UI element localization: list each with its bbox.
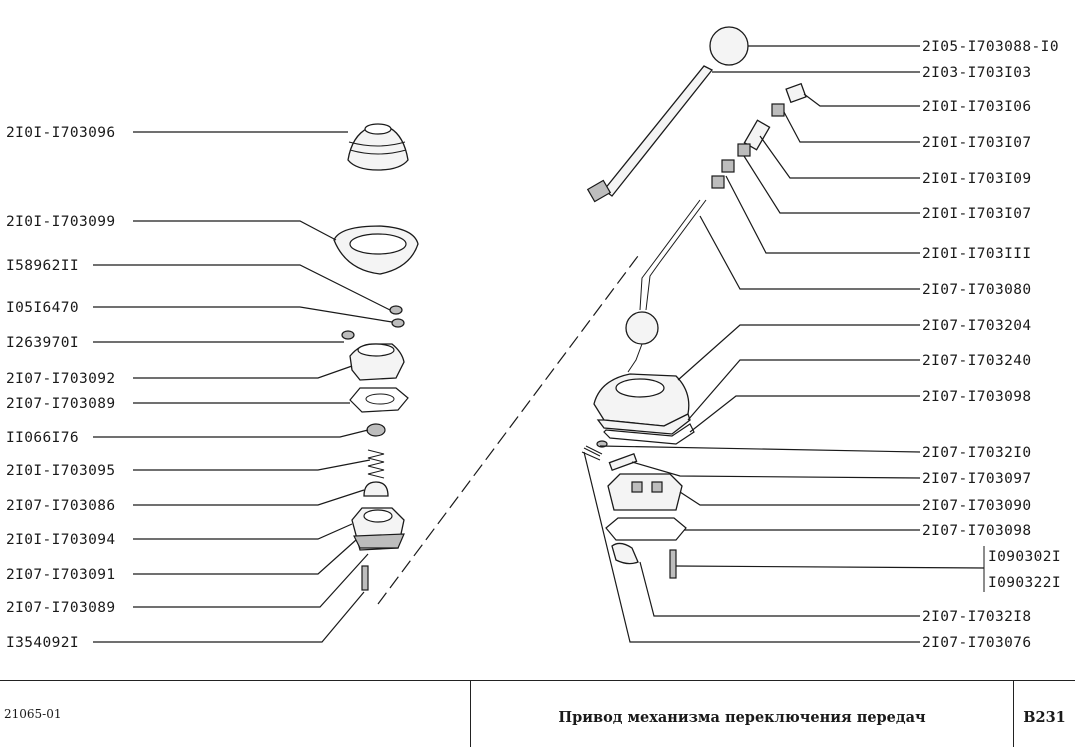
- lower-lever-part: [625, 199, 707, 373]
- part-label: 2I07-I703098: [922, 389, 1032, 405]
- part-label: 2I07-I703204: [922, 318, 1032, 334]
- bolt-part: [361, 565, 369, 591]
- plate-part: [611, 542, 639, 565]
- bushing-part: [366, 423, 386, 437]
- drawing-title: Привод механизма переключения передач: [470, 681, 1013, 747]
- part-label: 2I07-I703092: [6, 371, 116, 387]
- part-label: 2I0I-I703I07: [922, 206, 1032, 222]
- nut-part: [721, 159, 735, 173]
- part-label: 2I07-I703098: [922, 523, 1032, 539]
- ring-part: [771, 103, 785, 117]
- part-label: 2I0I-I703094: [6, 532, 116, 548]
- part-label: 2I07-I7032I0: [922, 445, 1032, 461]
- lever-housing-part: [593, 373, 695, 445]
- pin-part: [608, 452, 638, 472]
- gasket-part: [349, 387, 409, 413]
- part-label: 2I03-I703I03: [922, 65, 1032, 81]
- part-label: I090322I: [988, 575, 1061, 591]
- sheet-number: B231: [1013, 681, 1075, 747]
- washer-part: [391, 318, 405, 328]
- ring-part: [737, 143, 751, 157]
- part-label: 2I07-I703086: [6, 498, 116, 514]
- gasket-part: [605, 517, 687, 541]
- assembly-axis-line: [377, 255, 639, 605]
- part-label: I090302I: [988, 549, 1061, 565]
- part-label: 2I0I-I703095: [6, 463, 116, 479]
- part-label: 2I0I-I703I09: [922, 171, 1032, 187]
- washer-part: [341, 330, 355, 340]
- part-label: 2I07-I703089: [6, 600, 116, 616]
- spring-part: [581, 445, 603, 461]
- part-label: I58962II: [6, 258, 79, 274]
- part-label: I354092I: [6, 635, 79, 651]
- selector-body-part: [607, 473, 683, 511]
- upper-lever-part: [586, 65, 714, 203]
- part-label: 2I07-I703080: [922, 282, 1032, 298]
- exploded-assembly-diagram: 2I0I-I703096 2I0I-I703099 I58962II I05I6…: [6, 26, 1061, 651]
- part-label: 2I07-I703089: [6, 396, 116, 412]
- flange-part: [349, 343, 405, 381]
- bushing-part: [785, 82, 807, 104]
- spring-part: [367, 449, 385, 479]
- part-label: 2I07-I7032I8: [922, 609, 1032, 625]
- nut-part: [711, 175, 725, 189]
- right-leader-lines: [583, 45, 985, 643]
- knob-part: [709, 26, 749, 66]
- nut-part: [389, 305, 403, 315]
- boot-part: [347, 123, 409, 171]
- part-label: 2I07-I703076: [922, 635, 1032, 651]
- part-label: 2I07-I703091: [6, 567, 116, 583]
- part-label: II066I76: [6, 430, 79, 446]
- part-label: 2I07-I703097: [922, 471, 1032, 487]
- part-label: 2I0I-I703099: [6, 214, 116, 230]
- part-label: 2I0I-I703III: [922, 246, 1032, 262]
- part-label: 2I05-I703088-I0: [922, 39, 1059, 55]
- model-code: 21065-01: [4, 707, 62, 721]
- part-label: 2I07-I703090: [922, 498, 1032, 514]
- part-label: I263970I: [6, 335, 79, 351]
- left-leader-lines: [93, 131, 393, 643]
- part-label: 2I0I-I703I07: [922, 135, 1032, 151]
- part-label: 2I0I-I703096: [6, 125, 116, 141]
- shield-cover-part: [333, 225, 419, 275]
- part-label: 2I07-I703240: [922, 353, 1032, 369]
- title-block: 21065-01 Привод механизма переключения п…: [0, 680, 1075, 747]
- part-label: I05I6470: [6, 300, 79, 316]
- housing-part: [351, 507, 405, 551]
- bolt-part: [669, 549, 677, 579]
- part-label: 2I0I-I703I06: [922, 99, 1032, 115]
- cap-part: [363, 481, 389, 497]
